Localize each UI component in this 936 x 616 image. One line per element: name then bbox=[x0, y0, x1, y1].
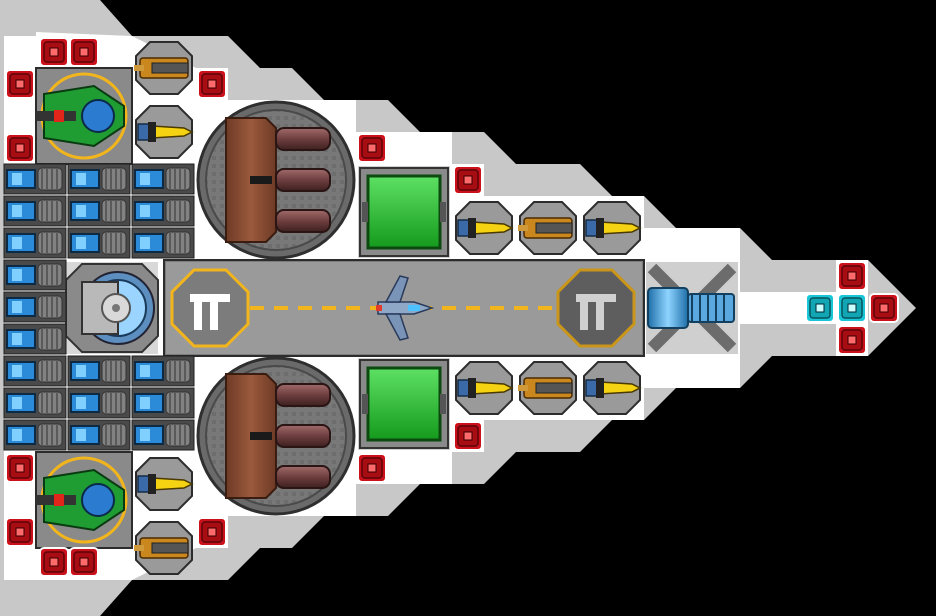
red-node-icon bbox=[453, 421, 483, 451]
red-node-icon bbox=[5, 133, 35, 163]
battery-cell bbox=[131, 387, 195, 419]
battery-cell bbox=[3, 355, 67, 387]
turret-group bbox=[134, 41, 642, 575]
battery-cell bbox=[67, 195, 131, 227]
node-group bbox=[5, 37, 899, 577]
battery-cell bbox=[67, 163, 131, 195]
cyan-node-icon bbox=[837, 293, 867, 323]
fighter-ship-icon bbox=[376, 275, 435, 341]
red-node-icon bbox=[39, 547, 69, 577]
turret-icon bbox=[134, 521, 193, 575]
battery-cell bbox=[131, 419, 195, 451]
battery-cells bbox=[3, 163, 195, 451]
cyan-node-icon bbox=[805, 293, 835, 323]
cargo-bay-bottom bbox=[196, 356, 356, 516]
red-node-icon bbox=[197, 69, 227, 99]
battery-cell bbox=[3, 195, 67, 227]
shield-module-bottom bbox=[358, 358, 450, 450]
turret-icon bbox=[518, 201, 577, 255]
red-node-icon bbox=[837, 325, 867, 355]
turret-icon bbox=[455, 201, 514, 255]
red-node-icon bbox=[837, 261, 867, 291]
battery-cell bbox=[3, 419, 67, 451]
red-node-icon bbox=[357, 453, 387, 483]
command-pod-top bbox=[35, 67, 133, 165]
battery-cell bbox=[131, 227, 195, 259]
turret-icon bbox=[455, 361, 514, 415]
command-pod-bottom bbox=[35, 451, 133, 549]
engine-thruster-icon bbox=[646, 262, 738, 354]
turret-icon bbox=[135, 105, 194, 159]
battery-cell bbox=[131, 195, 195, 227]
battery-cell bbox=[3, 259, 67, 291]
red-node-icon bbox=[453, 165, 483, 195]
battery-cell bbox=[67, 419, 131, 451]
red-node-icon bbox=[5, 69, 35, 99]
red-node-icon bbox=[5, 453, 35, 483]
turret-icon bbox=[135, 457, 194, 511]
battery-cell bbox=[3, 387, 67, 419]
turret-icon bbox=[518, 361, 577, 415]
red-node-icon bbox=[357, 133, 387, 163]
turret-icon bbox=[583, 361, 642, 415]
red-node-icon bbox=[197, 517, 227, 547]
turret-icon bbox=[583, 201, 642, 255]
battery-cell bbox=[131, 163, 195, 195]
cargo-bay-top bbox=[196, 100, 356, 260]
red-node-icon bbox=[39, 37, 69, 67]
reactor-icon bbox=[65, 262, 159, 354]
red-node-icon bbox=[69, 547, 99, 577]
landing-pad-icon bbox=[170, 268, 250, 348]
battery-cell bbox=[67, 355, 131, 387]
battery-cell bbox=[3, 163, 67, 195]
turret-icon bbox=[134, 41, 193, 95]
battery-cell bbox=[3, 227, 67, 259]
battery-cell bbox=[67, 227, 131, 259]
battery-cell bbox=[131, 355, 195, 387]
battery-cell bbox=[3, 323, 67, 355]
battery-cell bbox=[67, 387, 131, 419]
landing-pad-icon bbox=[556, 268, 636, 348]
red-node-icon bbox=[869, 293, 899, 323]
red-node-icon bbox=[69, 37, 99, 67]
battery-cell bbox=[3, 291, 67, 323]
shield-module-top bbox=[358, 166, 450, 258]
red-node-icon bbox=[5, 517, 35, 547]
